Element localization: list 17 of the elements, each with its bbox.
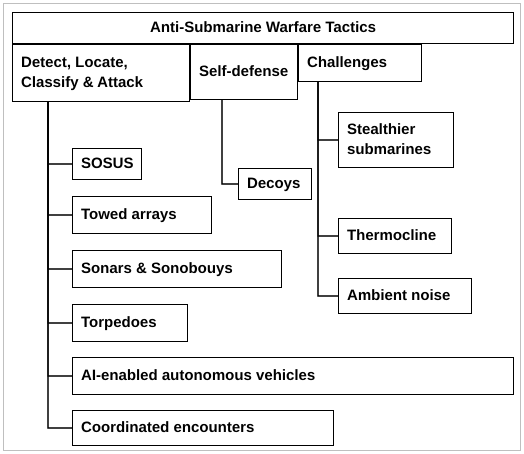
- title-box: Anti-Submarine Warfare Tactics: [12, 12, 514, 44]
- category-box: Challenges: [298, 44, 422, 82]
- category-box: Towed arrays: [72, 196, 212, 234]
- category-box: Stealthier submarines: [338, 112, 454, 168]
- category-box: Sonars & Sonobouys: [72, 250, 282, 288]
- category-box: Ambient noise: [338, 278, 472, 314]
- category-box: SOSUS: [72, 148, 142, 180]
- category-box: Decoys: [238, 168, 312, 200]
- category-box: Detect, Locate, Classify & Attack: [12, 44, 190, 102]
- category-box: Thermocline: [338, 218, 452, 254]
- connector-line: [221, 100, 238, 185]
- connector-line: [317, 82, 338, 297]
- category-box: Self-defense: [190, 44, 298, 100]
- connector-line: [47, 102, 72, 429]
- category-box: Coordinated encounters: [72, 410, 334, 446]
- category-box: Torpedoes: [72, 304, 188, 342]
- category-box: AI-enabled autonomous vehicles: [72, 357, 514, 395]
